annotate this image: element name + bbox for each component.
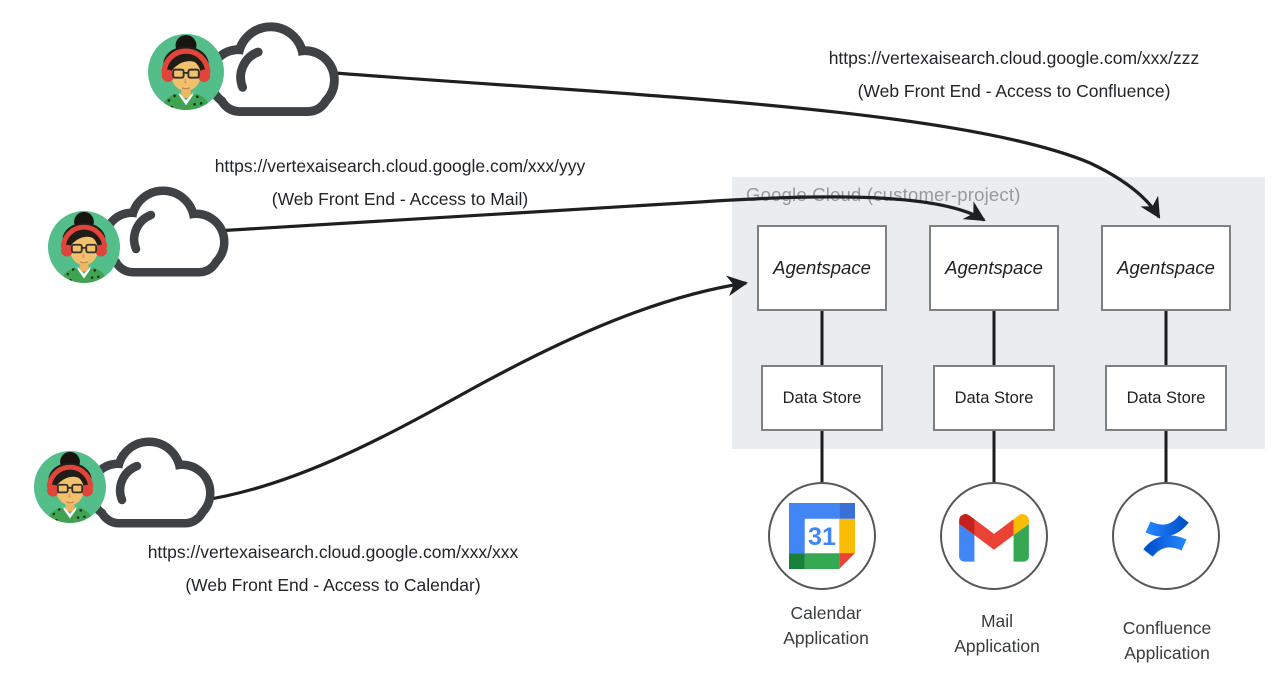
- endpoint-caption: (Web Front End - Access to Confluence): [857, 81, 1171, 101]
- confluence-icon: [1143, 515, 1189, 557]
- calendar-day-number: 31: [808, 523, 836, 551]
- datastore-box-calendar: Data Store: [761, 365, 883, 431]
- confluence-app-label: Confluence Application: [1122, 618, 1212, 663]
- endpoint-url: https://vertexaisearch.cloud.google.com/…: [214, 156, 586, 176]
- datastore-label: Data Store: [954, 388, 1034, 407]
- calendar-app-circle: 31: [768, 482, 876, 590]
- user-avatar: [148, 34, 224, 112]
- calendar-app-label: Calendar Application: [783, 603, 869, 648]
- endpoint-text-calendar: https://vertexaisearch.cloud.google.com/…: [73, 536, 593, 602]
- arrow-user3-to-calendar-agentspace: [197, 275, 749, 503]
- datastore-box-confluence: Data Store: [1105, 365, 1227, 431]
- agentspace-label: Agentspace: [773, 257, 871, 278]
- agentspace-box-calendar: Agentspace: [757, 225, 887, 311]
- mail-app-circle: [940, 482, 1048, 590]
- endpoint-caption: (Web Front End - Access to Calendar): [185, 575, 481, 595]
- agentspace-box-mail: Agentspace: [929, 225, 1059, 311]
- datastore-label: Data Store: [1126, 388, 1206, 407]
- confluence-app-circle: [1112, 482, 1220, 590]
- endpoint-caption: (Web Front End - Access to Mail): [271, 189, 529, 209]
- datastore-label: Data Store: [782, 388, 862, 407]
- panel-title: Google Cloud (customer-project): [746, 184, 1021, 205]
- google-calendar-icon: 31: [789, 503, 855, 569]
- agentspace-label: Agentspace: [945, 257, 1043, 278]
- agentspace-box-confluence: Agentspace: [1101, 225, 1231, 311]
- endpoint-url: https://vertexaisearch.cloud.google.com/…: [147, 542, 519, 562]
- endpoint-text-confluence: https://vertexaisearch.cloud.google.com/…: [754, 42, 1274, 108]
- cloud-icon: [215, 31, 330, 107]
- endpoint-text-mail: https://vertexaisearch.cloud.google.com/…: [140, 150, 660, 216]
- gmail-icon: [959, 513, 1029, 562]
- mail-app-label: Mail Application: [954, 611, 1040, 656]
- user-avatar: [34, 451, 106, 525]
- endpoint-url: https://vertexaisearch.cloud.google.com/…: [828, 48, 1200, 68]
- cloud-icon: [95, 446, 206, 519]
- datastore-box-mail: Data Store: [933, 365, 1055, 431]
- user-avatar: [48, 211, 120, 285]
- agentspace-label: Agentspace: [1117, 257, 1215, 278]
